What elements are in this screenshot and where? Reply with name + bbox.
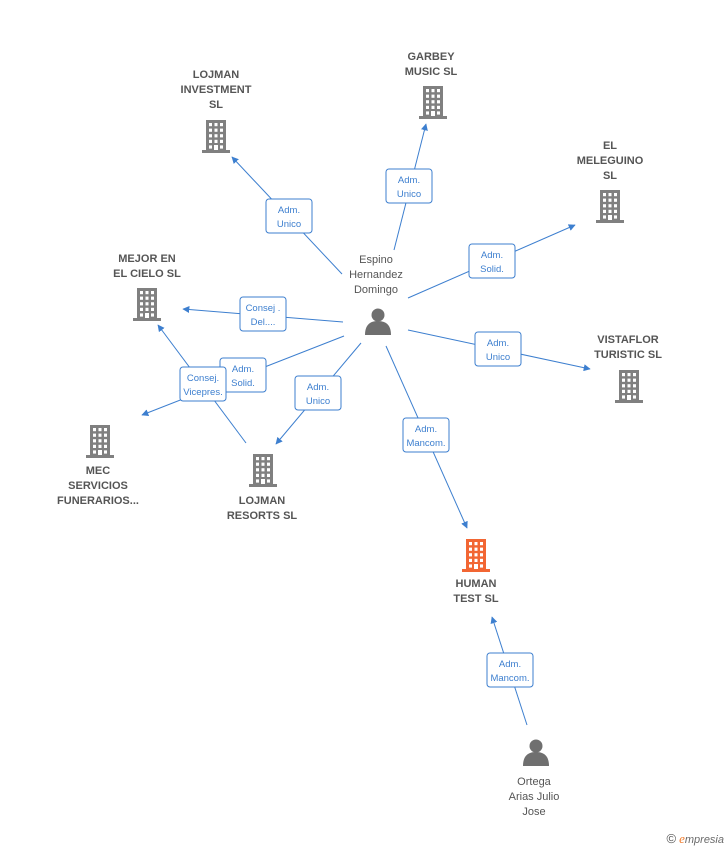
badge-box bbox=[265, 198, 313, 234]
building-icon bbox=[419, 86, 447, 119]
badge-text: Unico bbox=[277, 219, 301, 230]
building-icon bbox=[615, 370, 643, 403]
badge-box bbox=[239, 296, 287, 332]
node-mec-servicios[interactable]: MEC SERVICIOS FUNERARIOS... bbox=[57, 425, 139, 507]
building-icon bbox=[249, 454, 277, 487]
node-label-line: SERVICIOS bbox=[68, 480, 128, 492]
edge-role-badge[interactable]: Adm. Unico bbox=[265, 198, 313, 234]
edge-role-badge[interactable]: Adm. Mancom. bbox=[486, 652, 534, 688]
badge-text: Vicepres. bbox=[183, 387, 222, 398]
node-label-line: LOJMAN bbox=[239, 495, 286, 507]
badge-text: Unico bbox=[306, 396, 330, 407]
badge-text: Solid. bbox=[480, 264, 504, 275]
building-icon bbox=[86, 425, 114, 458]
edge-role-badge[interactable]: Adm. Unico bbox=[294, 375, 342, 411]
node-label-line: Ortega bbox=[517, 776, 552, 788]
node-label-line: TEST SL bbox=[453, 593, 499, 605]
badge-box bbox=[385, 168, 433, 204]
badge-box bbox=[294, 375, 342, 411]
node-garbey-music[interactable]: GARBEY MUSIC SL bbox=[405, 51, 458, 119]
node-lojman-investment[interactable]: LOJMAN INVESTMENT SL bbox=[181, 69, 252, 153]
badge-box bbox=[402, 417, 450, 453]
edge-role-badge[interactable]: Adm. Mancom. bbox=[402, 417, 450, 453]
node-label-line: MEC bbox=[86, 465, 111, 477]
badge-text: Del.... bbox=[251, 317, 276, 328]
badge-text: Adm. bbox=[232, 364, 254, 375]
edge-role-badge[interactable]: Consej . Del.... bbox=[239, 296, 287, 332]
badge-box bbox=[474, 331, 522, 367]
brand-initial: e bbox=[679, 831, 685, 846]
edge-role-badge[interactable]: Adm. Unico bbox=[385, 168, 433, 204]
edges-layer bbox=[141, 123, 591, 726]
node-label-line: Domingo bbox=[354, 284, 398, 296]
node-lojman-resorts[interactable]: LOJMAN RESORTS SL bbox=[227, 454, 298, 522]
node-human-test[interactable]: HUMAN TEST SL bbox=[453, 539, 499, 605]
badge-text: Adm. bbox=[398, 175, 420, 186]
badge-text: Adm. bbox=[278, 205, 300, 216]
building-icon bbox=[133, 288, 161, 321]
node-label-line: Arias Julio bbox=[509, 791, 560, 803]
node-label-line: GARBEY bbox=[407, 51, 455, 63]
badge-text: Solid. bbox=[231, 378, 255, 389]
badge-text: Adm. bbox=[499, 659, 521, 670]
edge-role-badge[interactable]: Adm. Unico bbox=[474, 331, 522, 367]
building-icon bbox=[202, 120, 230, 153]
brand-watermark: © empresia bbox=[666, 831, 724, 847]
node-label-line: INVESTMENT bbox=[181, 84, 252, 96]
badge-box bbox=[468, 243, 516, 279]
edge-role-badge[interactable]: Consej. Vicepres. bbox=[179, 366, 227, 402]
building-icon bbox=[462, 539, 490, 572]
badge-text: Adm. bbox=[415, 424, 437, 435]
node-label-line: RESORTS SL bbox=[227, 510, 298, 522]
node-label-line: EL bbox=[603, 140, 617, 152]
person-icon bbox=[365, 308, 391, 335]
node-label-line: EL CIELO SL bbox=[113, 268, 181, 280]
brand-name: mpresia bbox=[684, 834, 724, 846]
node-label-line: SL bbox=[603, 170, 617, 182]
node-label-line: Espino bbox=[359, 254, 393, 266]
badge-text: Adm. bbox=[307, 382, 329, 393]
badge-box bbox=[179, 366, 227, 402]
badge-text: Consej. bbox=[187, 373, 219, 384]
building-icon bbox=[596, 190, 624, 223]
node-el-meleguino[interactable]: EL MELEGUINO SL bbox=[577, 140, 644, 223]
node-label-line: MUSIC SL bbox=[405, 66, 458, 78]
edge-role-badge[interactable]: Adm. Solid. bbox=[219, 357, 267, 393]
node-label-line: HUMAN bbox=[456, 578, 497, 590]
node-vistaflor[interactable]: VISTAFLOR TURISTIC SL bbox=[594, 334, 662, 403]
node-label-line: SL bbox=[209, 99, 223, 111]
node-label-line: MELEGUINO bbox=[577, 155, 644, 167]
nodes-layer: LOJMAN INVESTMENT SL GARBEY MUSIC SL EL MELEGU… bbox=[57, 51, 662, 818]
badge-text: Consej . bbox=[246, 303, 281, 314]
node-label-line: LOJMAN bbox=[193, 69, 240, 81]
edge-role-badge[interactable]: Adm. Solid. bbox=[468, 243, 516, 279]
badge-text: Unico bbox=[397, 189, 421, 200]
node-mejor-en-el-cielo[interactable]: MEJOR EN EL CIELO SL bbox=[113, 253, 181, 321]
node-label-line: Hernandez bbox=[349, 269, 403, 281]
person-icon bbox=[523, 739, 549, 766]
copyright-symbol: © bbox=[666, 831, 677, 846]
badge-text: Unico bbox=[486, 352, 510, 363]
badge-text: Adm. bbox=[481, 250, 503, 261]
node-label-line: TURISTIC SL bbox=[594, 349, 662, 361]
node-label-line: Jose bbox=[522, 806, 545, 818]
badge-box bbox=[486, 652, 534, 688]
node-label-line: VISTAFLOR bbox=[597, 334, 659, 346]
node-label-line: FUNERARIOS... bbox=[57, 495, 139, 507]
node-label-line: MEJOR EN bbox=[118, 253, 176, 265]
badge-text: Mancom. bbox=[490, 673, 529, 684]
badge-text: Mancom. bbox=[406, 438, 445, 449]
badge-text: Adm. bbox=[487, 338, 509, 349]
